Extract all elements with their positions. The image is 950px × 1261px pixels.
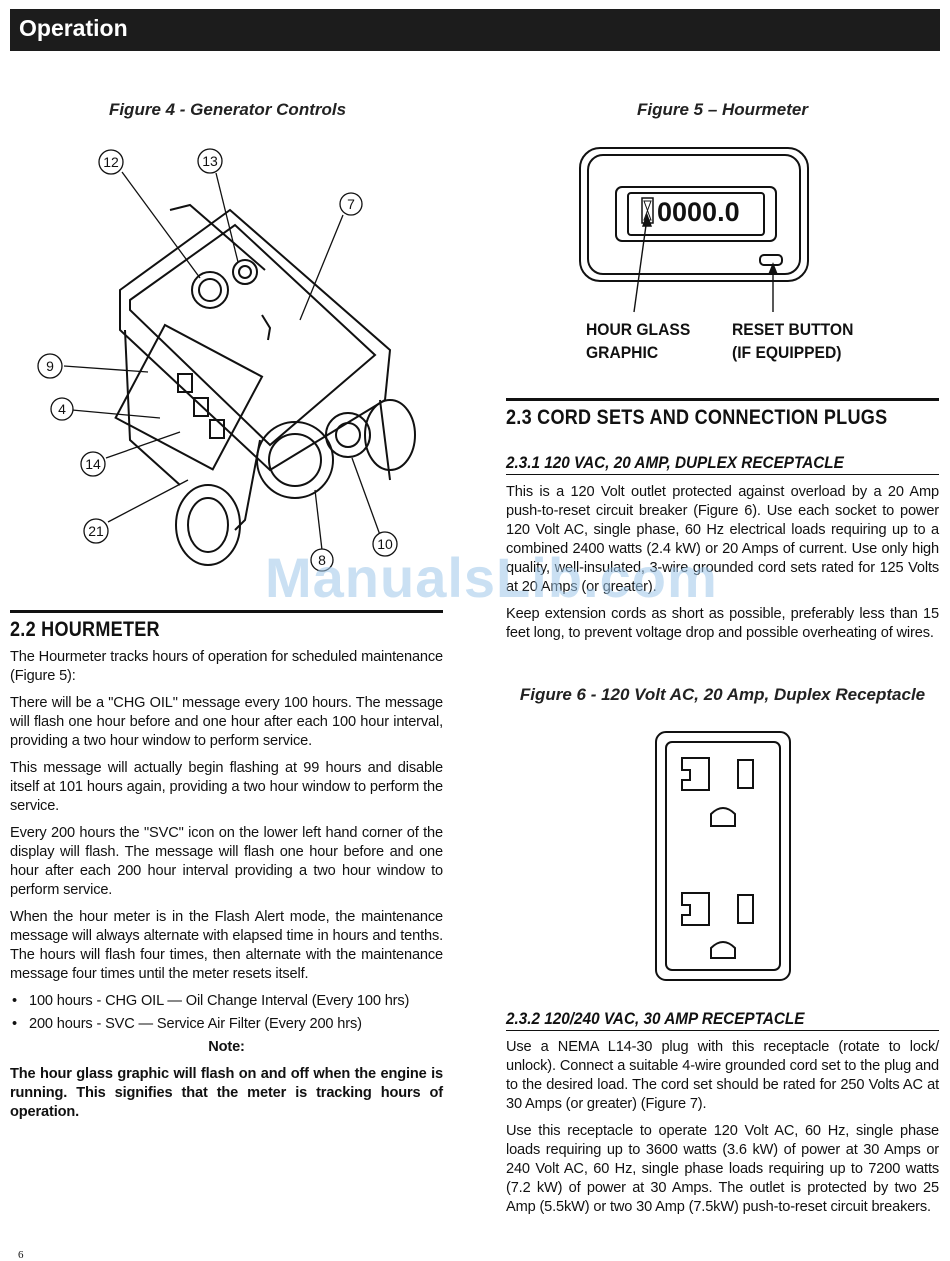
callout-10: 10: [377, 536, 393, 552]
section-2-2-body: The Hourmeter tracks hours of operation …: [10, 648, 443, 1130]
figure-4-caption: Figure 4 - Generator Controls: [108, 100, 347, 119]
duplex-receptacle-figure: [655, 731, 791, 981]
callout-8: 8: [318, 552, 326, 568]
paragraph: The Hourmeter tracks hours of operation …: [10, 649, 443, 684]
hourmeter-figure: 0000.0: [579, 147, 809, 282]
subsection-2-3-1-body: This is a 120 Volt outlet protected agai…: [506, 483, 939, 651]
generator-controls-figure: 12 13 7 9 4 14 21 8 10: [37, 148, 416, 572]
hourmeter-leader-lines: [633, 212, 779, 313]
maintenance-interval-list: 100 hours - CHG OIL — Oil Change Interva…: [10, 992, 443, 1034]
note-label: Note:: [208, 1039, 245, 1055]
callout-7: 7: [347, 196, 355, 212]
paragraph: When the hour meter is in the Flash Aler…: [10, 909, 443, 982]
paragraph: This is a 120 Volt outlet protected agai…: [506, 484, 939, 595]
section-2-3-heading: 2.3 CORD SETS AND CONNECTION PLUGS: [506, 406, 888, 429]
section-2-2-heading: 2.2 HOURMETER: [10, 618, 160, 641]
callout-13: 13: [202, 153, 218, 169]
hourmeter-display-value: 0000.0: [657, 197, 740, 227]
paragraph: Use a NEMA L14-30 plug with this recepta…: [506, 1039, 939, 1112]
figure-5-caption: Figure 5 – Hourmeter: [637, 100, 808, 119]
note-text: The hour glass graphic will flash on and…: [10, 1066, 443, 1120]
subsection-2-3-2-body: Use a NEMA L14-30 plug with this recepta…: [506, 1038, 939, 1225]
section-2-2-rule: [10, 610, 443, 613]
watermark: ManualsLib.com: [265, 546, 718, 609]
paragraph: This message will actually begin flashin…: [10, 760, 443, 814]
callout-21: 21: [88, 523, 104, 539]
callout-4: 4: [58, 401, 66, 417]
subsection-2-3-1-heading: 2.3.1 120 VAC, 20 AMP, DUPLEX RECEPTACLE: [506, 453, 844, 472]
paragraph: Use this receptacle to operate 120 Volt …: [506, 1123, 939, 1215]
callout-14: 14: [85, 456, 101, 472]
subsection-rule: [506, 474, 939, 475]
section-title: Operation: [19, 15, 128, 41]
paragraph: Keep extension cords as short as possibl…: [506, 606, 939, 641]
section-2-3-rule: [506, 398, 939, 401]
reset-button-label: RESET BUTTON(IF EQUIPPED): [732, 320, 854, 362]
subsection-2-3-2-heading: 2.3.2 120/240 VAC, 30 AMP RECEPTACLE: [506, 1009, 805, 1028]
list-item: 100 hours - CHG OIL — Oil Change Interva…: [10, 992, 443, 1011]
section-header-bar: Operation: [10, 9, 940, 51]
page-number: 6: [18, 1249, 24, 1261]
callout-12: 12: [103, 154, 119, 170]
paragraph: There will be a "CHG OIL" message every …: [10, 695, 443, 749]
callout-9: 9: [46, 358, 54, 374]
subsection-rule: [506, 1030, 939, 1031]
list-item: 200 hours - SVC — Service Air Filter (Ev…: [10, 1015, 443, 1034]
figure-6-caption: Figure 6 - 120 Volt AC, 20 Amp, Duplex R…: [519, 685, 926, 704]
paragraph: Every 200 hours the "SVC" icon on the lo…: [10, 825, 443, 898]
